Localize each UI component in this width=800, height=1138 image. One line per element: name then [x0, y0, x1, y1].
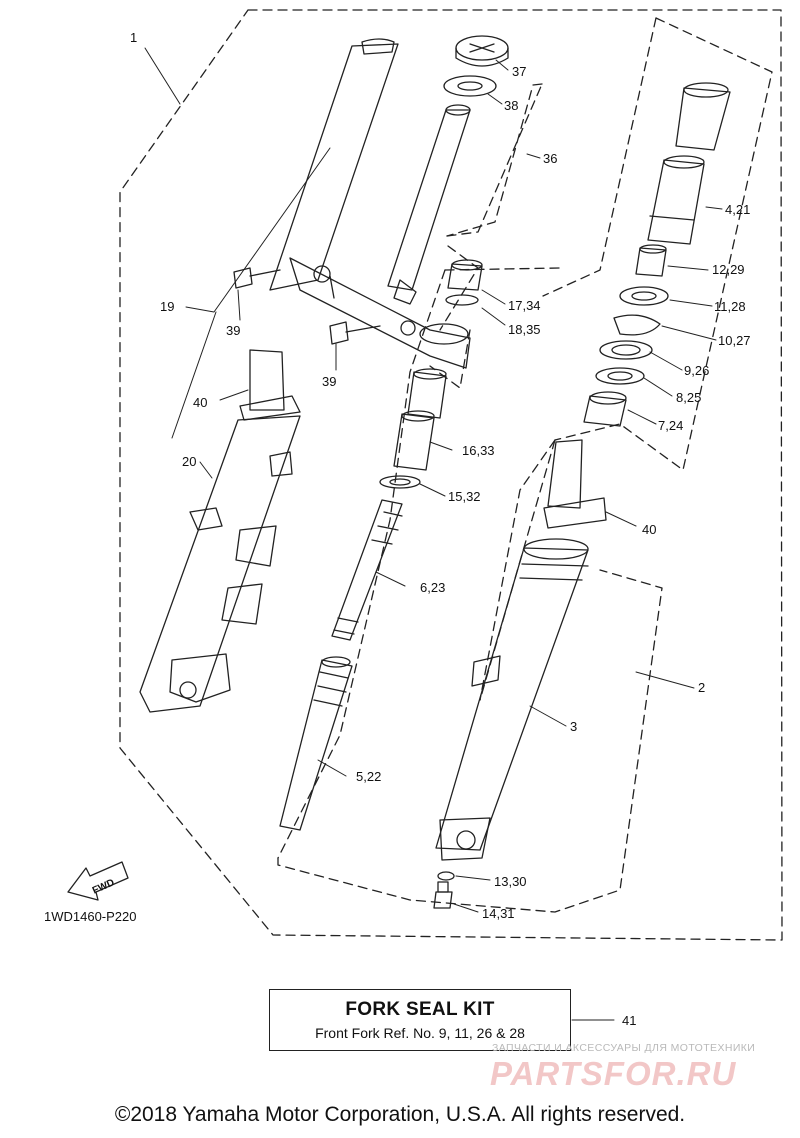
bolt-39-upper: [233, 267, 281, 289]
kit-title: FORK SEAL KIT: [345, 999, 495, 1020]
callout-19: 19: [160, 299, 174, 314]
inner-tube: [387, 104, 471, 305]
fork-seal-kit-box: FORK SEAL KIT Front Fork Ref. No. 9, 11,…: [269, 989, 571, 1051]
fork-leg-20: [139, 415, 301, 713]
callout-11-28: 11,28: [714, 299, 746, 314]
callout-40-left: 40: [193, 395, 207, 410]
damper-rod-4-21: [647, 155, 705, 245]
callout-labels: 1 37 38 36 4,21 12,29 17,34 11,28 18,35 …: [44, 30, 751, 1028]
spacer-16-33: [393, 410, 435, 471]
diagram-ref-code: 1WD1460-P220: [44, 909, 137, 924]
slider-40-right: [543, 439, 607, 529]
dust-seal-9-26: [599, 340, 653, 360]
washer-15-32: [379, 475, 421, 489]
washer-38: [443, 75, 497, 97]
callout-38: 38: [504, 98, 518, 113]
callout-5-22: 5,22: [356, 769, 381, 784]
callout-12-29: 12,29: [712, 262, 745, 277]
callout-15-32: 15,32: [448, 489, 481, 504]
callout-3: 3: [570, 719, 577, 734]
callout-13-30: 13,30: [494, 874, 527, 889]
washer-8-25: [595, 367, 645, 385]
callout-4-21: 4,21: [725, 202, 750, 217]
slide-bushing-12-29: [635, 244, 667, 277]
clip-10-27: [613, 314, 661, 336]
callout-40-right: 40: [642, 522, 656, 537]
callout-14-31: 14,31: [482, 906, 515, 921]
callout-41: 41: [622, 1013, 636, 1028]
bushing-top: [675, 82, 731, 151]
watermark-logo: PARTSFOR.RU: [490, 1055, 737, 1092]
washer-13-30: [437, 871, 455, 881]
callout-1: 1: [130, 30, 137, 45]
oil-seal-11-28: [619, 286, 669, 306]
callout-39-upper: 39: [226, 323, 240, 338]
leader-lines: [144, 47, 723, 1021]
callout-39-lower: 39: [322, 374, 336, 389]
fwd-label: FWD: [91, 877, 116, 896]
bolt-39-lower: [329, 321, 381, 345]
callout-36: 36: [543, 151, 557, 166]
kit-subtitle: Front Fork Ref. No. 9, 11, 26 & 28: [315, 1025, 525, 1041]
callout-2: 2: [698, 680, 705, 695]
assembly-outline-1: [119, 9, 783, 941]
assembly-outline-2: [277, 17, 773, 913]
callout-17-34: 17,34: [508, 298, 541, 313]
fwd-arrow-icon: [67, 861, 129, 901]
watermark-tagline: ЗАПЧАСТИ И АКСЕССУАРЫ ДЛЯ МОТОТЕХНИКИ: [492, 1042, 756, 1054]
bushing-7-24: [583, 391, 627, 427]
outer-tube-19: [239, 38, 471, 421]
callout-10-27: 10,27: [718, 333, 751, 348]
o-ring-18-35: [445, 294, 479, 306]
cap-set-outline: [429, 83, 543, 389]
copyright-notice: ©2018 Yamaha Motor Corporation, U.S.A. A…: [114, 1103, 686, 1126]
cap-bolt-37: [455, 35, 509, 67]
callout-8-25: 8,25: [676, 390, 701, 405]
bolt-14-31: [433, 881, 453, 909]
outer-tube-3: [435, 538, 589, 861]
callout-6-23: 6,23: [420, 580, 445, 595]
fork-spring-6-23: [331, 499, 403, 641]
callout-18-35: 18,35: [508, 322, 541, 337]
callout-16-33: 16,33: [462, 443, 495, 458]
damper-rod-5-22: [279, 656, 353, 831]
callout-7-24: 7,24: [658, 418, 683, 433]
callout-37: 37: [512, 64, 526, 79]
collar: [407, 368, 447, 419]
callout-20: 20: [182, 454, 196, 469]
callout-9-26: 9,26: [684, 363, 709, 378]
cap-bolt-17-34: [447, 259, 483, 291]
